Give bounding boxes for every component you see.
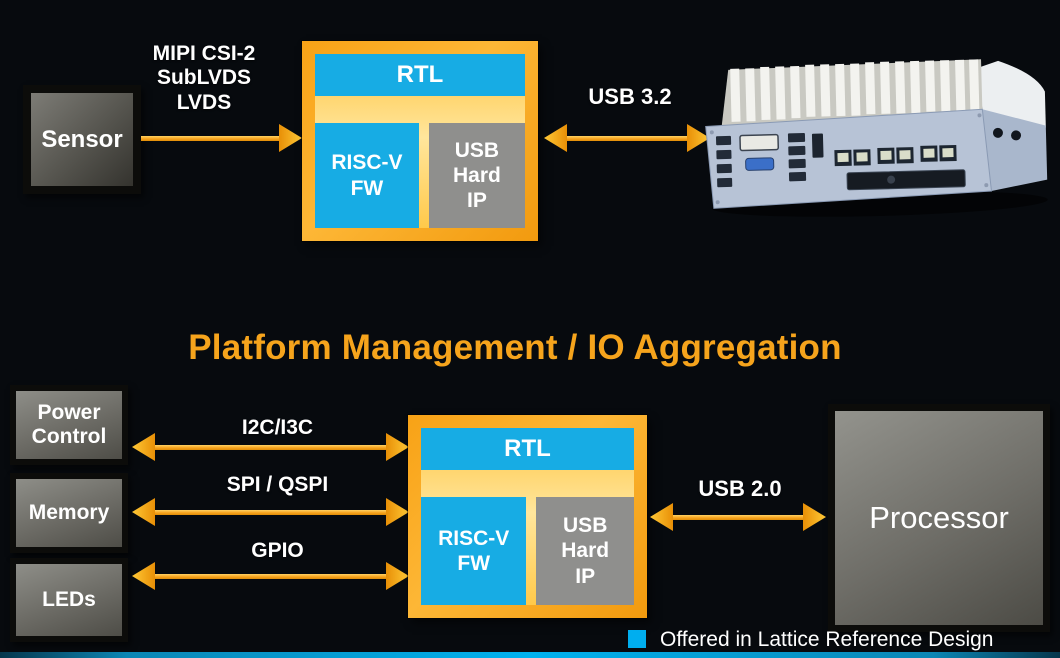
arrow-shaft — [567, 135, 687, 141]
power-control-box: Power Control — [10, 385, 128, 465]
legend-swatch-icon — [628, 630, 646, 648]
usb20-arrow — [650, 503, 826, 531]
gpio-label: GPIO — [251, 539, 304, 562]
fpga-row-bottom: RISC-V FW USB Hard IP — [421, 497, 634, 605]
mipi-bus-label: MIPI CSI-2 SubLVDS LVDS — [152, 42, 256, 114]
fpga-block-bottom: RTL RISC-V FW USB Hard IP — [408, 415, 647, 618]
processor-box: Processor — [828, 404, 1050, 632]
spi-qspi-label: SPI / QSPI — [226, 473, 329, 496]
riscv-fw-box-bottom: RISC-V FW — [421, 497, 527, 605]
arrow-right-head-icon — [386, 562, 409, 590]
arrow-right-head-icon — [386, 498, 409, 526]
sensor-to-fpga-arrow — [141, 124, 302, 152]
arrow-right-head-icon — [803, 503, 826, 531]
arrow-left-head-icon — [132, 498, 155, 526]
usb-hard-ip-box-top: USB Hard IP — [428, 123, 525, 228]
usb-hard-ip-box-bottom: USB Hard IP — [536, 497, 634, 605]
usb20-label: USB 2.0 — [698, 476, 782, 501]
i2c-i3c-arrow — [132, 433, 409, 461]
sensor-box: Sensor — [23, 85, 141, 194]
fpga-block-top: RTL RISC-V FW USB Hard IP — [302, 41, 538, 241]
sensor-label: Sensor — [41, 125, 123, 153]
rtl-box-top: RTL — [315, 54, 525, 96]
rtl-box-bottom: RTL — [421, 428, 634, 470]
embedded-pc-image — [705, 59, 1048, 217]
i2c-i3c-label: I2C/I3C — [241, 416, 314, 439]
arrow-shaft — [155, 444, 386, 450]
section-title: Platform Management / IO Aggregation — [188, 328, 842, 367]
arrow-left-head-icon — [132, 562, 155, 590]
arrow-right-head-icon — [386, 433, 409, 461]
spi-qspi-arrow — [132, 498, 409, 526]
usb32-arrow — [544, 124, 710, 152]
arrow-right-head-icon — [279, 124, 302, 152]
leds-box: LEDs — [10, 558, 128, 642]
riscv-fw-box-top: RISC-V FW — [315, 123, 419, 228]
arrow-shaft — [141, 135, 279, 141]
fpga-row-top: RISC-V FW USB Hard IP — [315, 123, 525, 228]
fpga-inner-top: RTL RISC-V FW USB Hard IP — [315, 54, 525, 228]
arrow-left-head-icon — [544, 124, 567, 152]
arrow-left-head-icon — [650, 503, 673, 531]
arrow-shaft — [155, 509, 386, 515]
legend-label: Offered in Lattice Reference Design — [660, 628, 994, 651]
footer-accent-bar — [0, 652, 1060, 658]
gpio-arrow — [132, 562, 409, 590]
arrow-shaft — [155, 573, 386, 579]
usb32-label: USB 3.2 — [588, 84, 672, 109]
fpga-inner-bottom: RTL RISC-V FW USB Hard IP — [421, 428, 634, 605]
memory-box: Memory — [10, 473, 128, 553]
arrow-shaft — [673, 514, 803, 520]
arrow-left-head-icon — [132, 433, 155, 461]
